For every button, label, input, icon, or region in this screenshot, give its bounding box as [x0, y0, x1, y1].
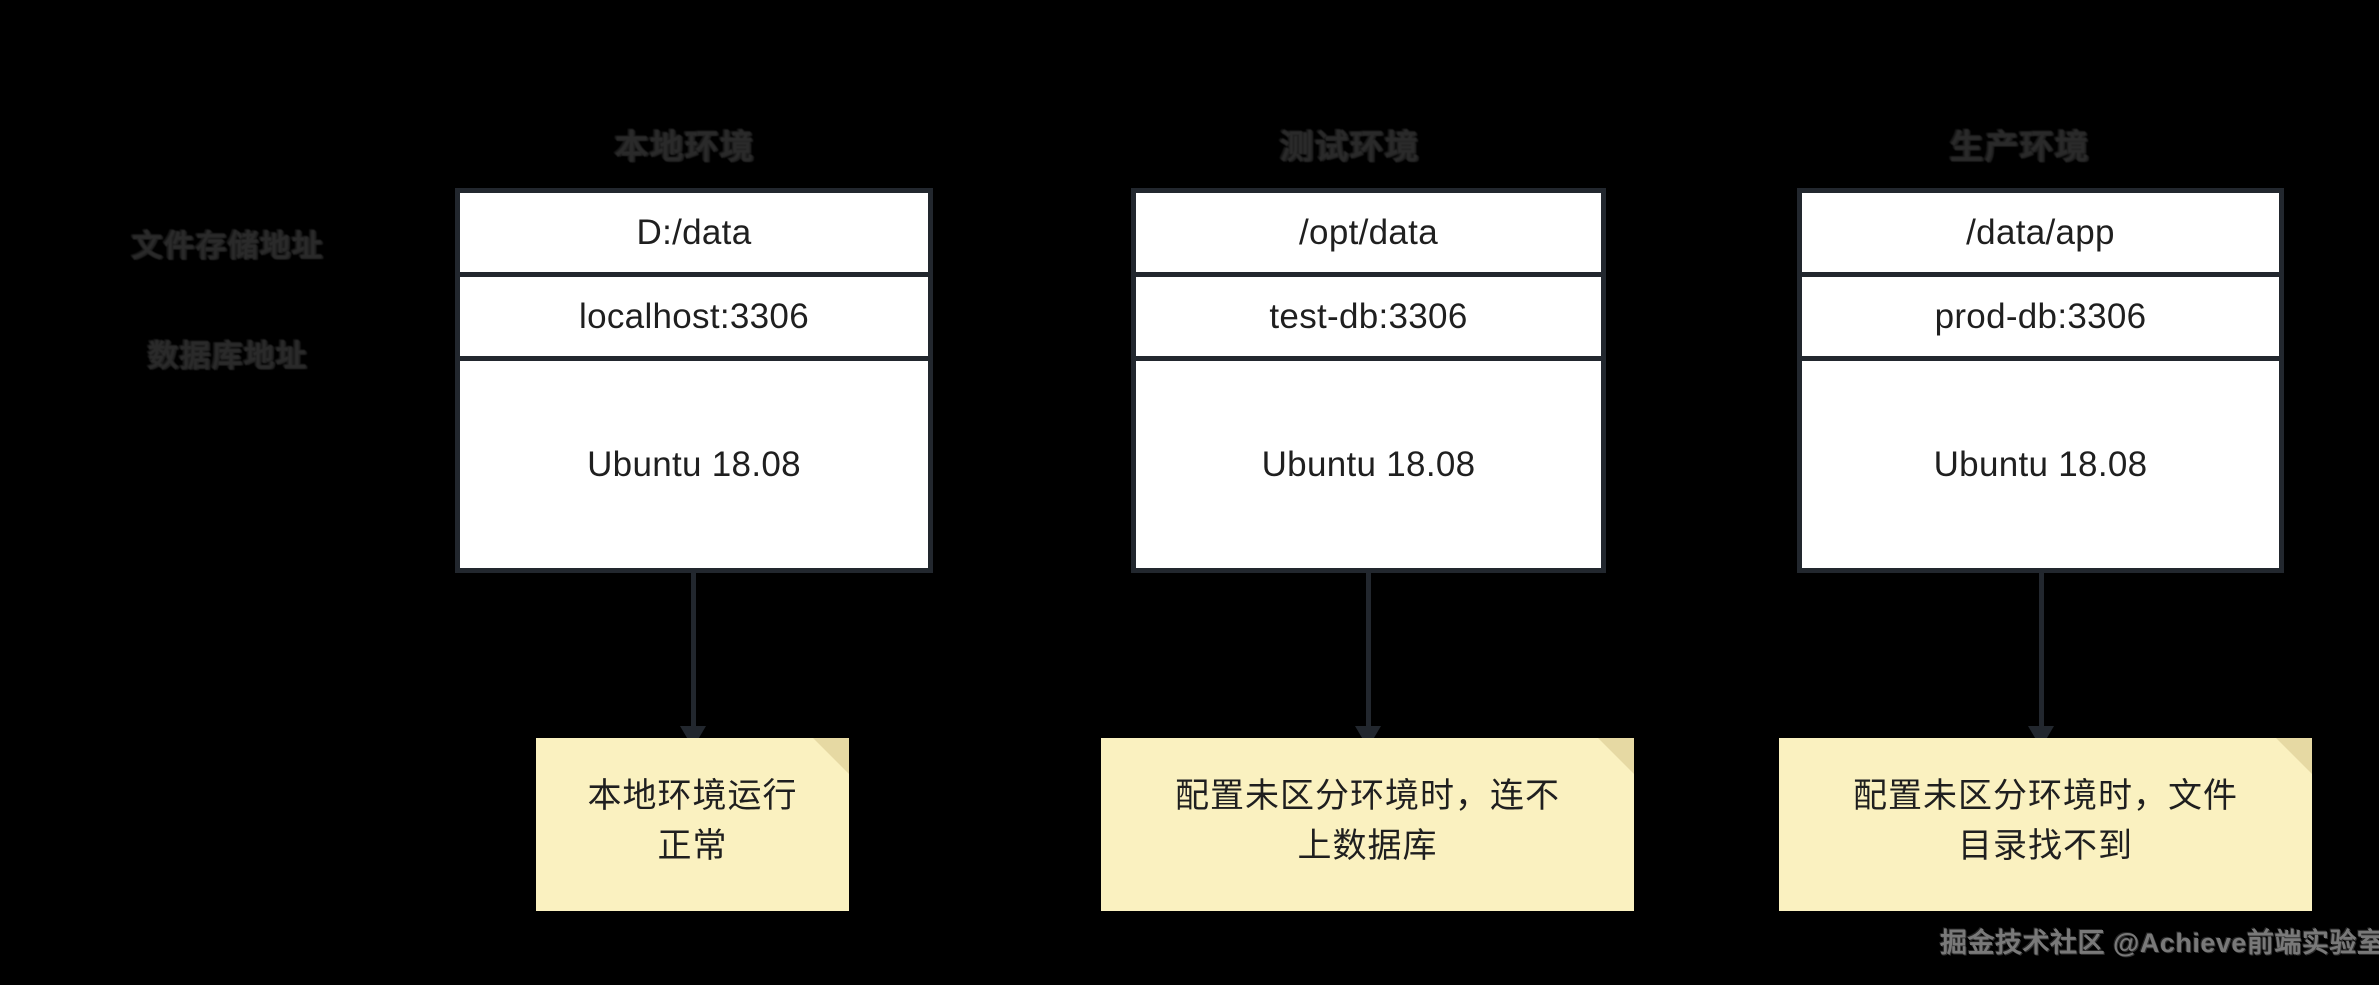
- table-cell: /opt/data: [1136, 193, 1601, 272]
- sticky-note-test: 配置未区分环境时，连不上数据库: [1101, 738, 1634, 911]
- row-label-database-address: 数据库地址: [148, 340, 308, 373]
- column-header-local: 本地环境: [615, 128, 755, 165]
- folded-corner-icon: [813, 738, 849, 774]
- sticky-note-production: 配置未区分环境时，文件目录找不到: [1779, 738, 2312, 911]
- arrow-connector-test: [1355, 573, 1381, 748]
- arrow-connector-local: [680, 573, 706, 748]
- table-cell: Ubuntu 18.08: [1136, 361, 1601, 568]
- table-cell: /data/app: [1802, 193, 2279, 272]
- table-cell: D:/data: [460, 193, 928, 272]
- table-cell: Ubuntu 18.08: [460, 361, 928, 568]
- column-header-test: 测试环境: [1280, 128, 1420, 165]
- sticky-note-local: 本地环境运行正常: [536, 738, 849, 911]
- table-cell: prod-db:3306: [1802, 277, 2279, 356]
- column-header-production: 生产环境: [1950, 128, 2090, 165]
- sticky-note-text: 配置未区分环境时，文件目录找不到: [1853, 777, 2238, 865]
- folded-corner-icon: [1598, 738, 1634, 774]
- table-cell: test-db:3306: [1136, 277, 1601, 356]
- env-table-local: D:/data localhost:3306 Ubuntu 18.08: [455, 188, 933, 573]
- sticky-note-text: 配置未区分环境时，连不上数据库: [1175, 777, 1560, 865]
- table-cell: Ubuntu 18.08: [1802, 361, 2279, 568]
- folded-corner-icon: [2276, 738, 2312, 774]
- env-table-production: /data/app prod-db:3306 Ubuntu 18.08: [1797, 188, 2284, 573]
- arrow-connector-production: [2028, 573, 2054, 748]
- sticky-note-text: 本地环境运行正常: [587, 777, 798, 865]
- row-label-file-path: 文件存储地址: [132, 230, 324, 263]
- watermark: 掘金技术社区 @Achieve前端实验室: [1940, 928, 2379, 958]
- table-cell: localhost:3306: [460, 277, 928, 356]
- env-table-test: /opt/data test-db:3306 Ubuntu 18.08: [1131, 188, 1606, 573]
